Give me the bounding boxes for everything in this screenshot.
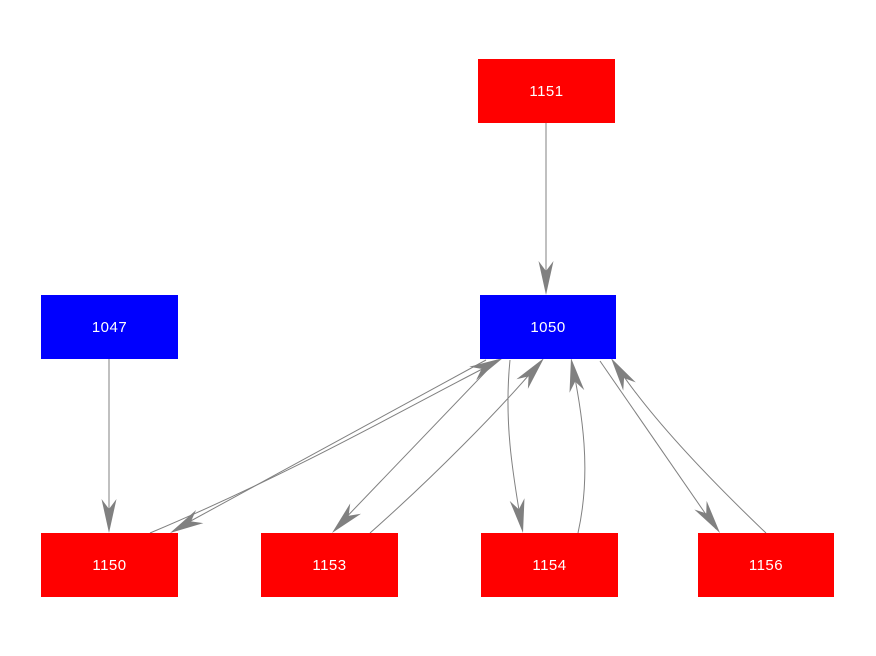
graph-edge-1050-to-1156 — [599, 360, 720, 533]
graph-edge-1050-to-1153 — [332, 359, 498, 533]
node-label: 1047 — [91, 318, 128, 336]
edge-line — [613, 361, 767, 534]
edge-arrowhead — [469, 358, 503, 381]
node-label: 1153 — [312, 556, 347, 574]
edge-line — [175, 359, 487, 530]
graph-edge-1151-to-1050 — [538, 123, 554, 295]
graph-node-1150[interactable]: 1150 — [41, 533, 178, 597]
edge-arrowhead — [694, 500, 720, 533]
edge-arrowhead — [509, 498, 525, 533]
edge-arrowhead — [538, 261, 554, 295]
node-label: 1050 — [530, 318, 566, 336]
graph-edge-1047-to-1150 — [101, 359, 117, 533]
graph-node-1156[interactable]: 1156 — [698, 533, 834, 597]
edge-line — [369, 361, 541, 534]
edge-line — [507, 359, 523, 529]
graph-node-1154[interactable]: 1154 — [481, 533, 618, 597]
edge-arrowhead — [170, 509, 204, 533]
node-label: 1156 — [748, 556, 784, 574]
graph-edge-1150-to-1050 — [149, 358, 503, 534]
graph-edge-1154-to-1050 — [569, 358, 586, 534]
edge-arrowhead — [332, 503, 362, 533]
graph-edge-1050-to-1150 — [170, 359, 487, 533]
node-label: 1151 — [529, 82, 564, 100]
edge-line — [149, 360, 499, 534]
graph-node-1047[interactable]: 1047 — [41, 295, 178, 359]
graph-edge-1156-to-1050 — [611, 358, 767, 534]
graph-node-1153[interactable]: 1153 — [261, 533, 398, 597]
edge-arrowhead — [516, 358, 544, 389]
graph-edge-1153-to-1050 — [369, 358, 544, 534]
graph-node-1050[interactable]: 1050 — [480, 295, 616, 359]
edge-arrowhead — [569, 358, 585, 393]
graph-edge-1050-to-1154 — [507, 359, 525, 533]
node-label: 1154 — [532, 556, 567, 574]
edge-line — [335, 359, 498, 529]
edge-line — [599, 360, 717, 530]
graph-node-1151[interactable]: 1151 — [478, 59, 615, 123]
node-label: 1150 — [92, 556, 127, 574]
edge-arrowhead — [101, 499, 117, 533]
edge-arrowhead — [611, 358, 636, 391]
